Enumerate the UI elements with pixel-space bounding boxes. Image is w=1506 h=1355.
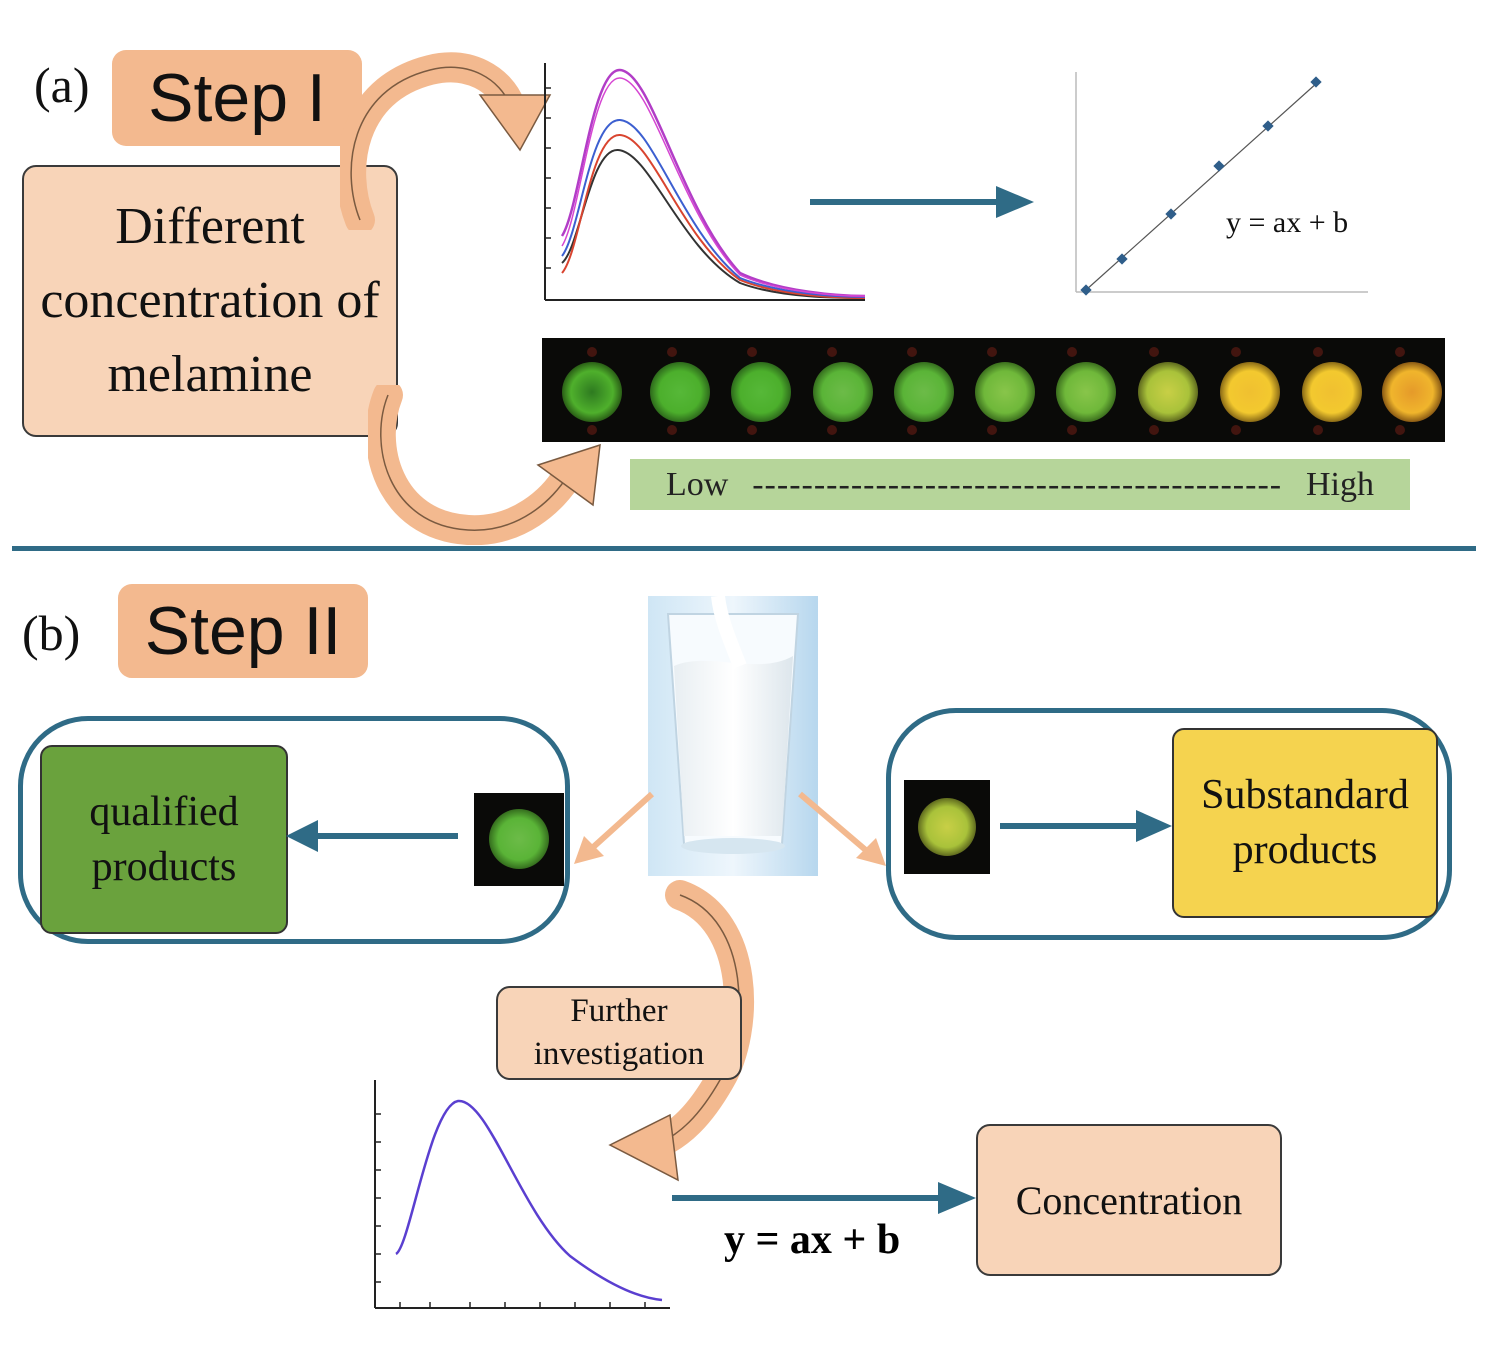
concentration-box: Concentration xyxy=(976,1124,1282,1276)
step-two-box: Step II xyxy=(118,584,368,678)
left-down-arrow-icon xyxy=(574,791,655,864)
substandard-products-box: Substandard products xyxy=(1172,728,1438,918)
right-arrow-icon xyxy=(1000,810,1172,842)
milk-glass-icon xyxy=(648,596,818,876)
green-sample-well xyxy=(474,793,564,886)
yellow-sample-well xyxy=(904,780,990,874)
gauge-dashes: ----------------------------------------… xyxy=(752,465,1283,503)
right-down-arrow-icon xyxy=(798,791,886,866)
panel-a-label: (a) xyxy=(34,57,90,113)
qualified-products-box: qualified products xyxy=(40,745,288,934)
right-arrow-icon xyxy=(810,186,1034,218)
calibration-plot xyxy=(1075,72,1368,296)
substandard-group xyxy=(886,708,1452,940)
well-2 xyxy=(650,362,710,422)
well-4 xyxy=(813,362,873,422)
panel-divider xyxy=(12,546,1476,551)
final-equation: y = ax + b xyxy=(724,1217,901,1263)
further-investigation-box: Further investigation xyxy=(496,986,742,1080)
well-8 xyxy=(1138,362,1198,422)
well-7 xyxy=(1056,362,1116,422)
gauge-low-label: Low xyxy=(666,465,729,503)
curved-arrow-icon xyxy=(368,385,601,545)
calibration-equation: y = ax + b xyxy=(1226,206,1349,239)
color-strip xyxy=(542,338,1445,442)
right-arrow-icon xyxy=(672,1182,976,1214)
well-11 xyxy=(1382,362,1442,422)
well-3 xyxy=(731,362,791,422)
gauge-high-label: High xyxy=(1306,465,1374,503)
spectra-plot xyxy=(544,63,866,301)
left-arrow-icon xyxy=(286,820,458,852)
well-5 xyxy=(894,362,954,422)
well-10 xyxy=(1302,362,1362,422)
sample-spectrum-plot xyxy=(374,1080,670,1309)
panel-b-label: (b) xyxy=(22,605,81,661)
well-1 xyxy=(562,362,622,422)
well-9 xyxy=(1220,362,1280,422)
curved-arrow-icon xyxy=(340,52,552,230)
step-one-box: Step I xyxy=(112,50,362,146)
qualified-group xyxy=(18,716,570,944)
well-6 xyxy=(975,362,1035,422)
concentration-gauge: Low ------------------------------------… xyxy=(630,459,1410,510)
concentration-source-box: Different concentration of melamine xyxy=(22,165,398,437)
